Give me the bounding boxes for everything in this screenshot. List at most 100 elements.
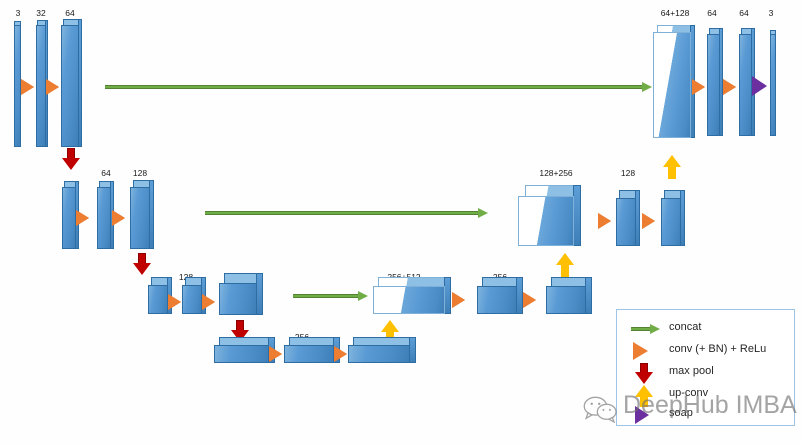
- maxpool-arrow-level-2: [133, 253, 151, 275]
- triangle-body: [635, 406, 649, 424]
- block-front-face: [36, 25, 46, 147]
- feature-block-r4-c2: [284, 337, 340, 363]
- feature-block-r4-c3: [348, 337, 416, 363]
- feature-block-r1-c1: [14, 21, 21, 147]
- block-front-face: [546, 286, 586, 314]
- conv-arrow-r2-2: [112, 210, 125, 226]
- feature-block-r1-c3: [61, 19, 82, 147]
- block-label-r1-c2: 32: [36, 8, 46, 18]
- block-front-face: [284, 345, 334, 363]
- feature-block-r3-d2: [477, 277, 523, 314]
- maxpool-arrow-level-1: [62, 148, 80, 170]
- block-front-face: [373, 286, 445, 314]
- conv-arrow-r2-d1: [598, 213, 611, 229]
- conv-arrow-r3-2: [202, 294, 215, 310]
- legend-label-concat: concat: [669, 321, 702, 333]
- feature-block-r2-c2: [97, 181, 114, 249]
- feature-block-r1-d2: [707, 28, 723, 136]
- arrow-stem: [640, 396, 648, 407]
- feature-block-r2-c1: [62, 181, 79, 249]
- block-front-face: [62, 187, 76, 249]
- block-side-face: [573, 185, 581, 246]
- arrow-shaft: [631, 327, 651, 331]
- block-front-face: [653, 32, 691, 138]
- conv-arrow-r2-1: [76, 210, 89, 226]
- feature-block-r1-d3: [739, 28, 755, 136]
- block-side-face: [585, 277, 592, 314]
- block-front-face: [130, 187, 150, 249]
- block-label-r1-d1: 64+128: [660, 8, 690, 18]
- concat-block-r3-d1: [373, 277, 451, 314]
- arrow-head: [635, 385, 653, 397]
- block-label-r1-c1: 3: [15, 8, 21, 18]
- block-label-r2-c2: 64: [101, 168, 111, 178]
- block-front-face: [477, 286, 517, 314]
- yellow-up-arrow-icon: [631, 384, 665, 407]
- legend-item-softmax: soap: [617, 404, 794, 426]
- block-label-r1-d3: 64: [739, 8, 749, 18]
- legend-item-maxpool: max pool: [617, 362, 794, 384]
- block-label-r1-d4: 3: [768, 8, 774, 18]
- arrow-head: [358, 291, 368, 301]
- block-front-face: [616, 198, 636, 246]
- conv-arrow-r4-2: [334, 346, 347, 362]
- block-side-face: [256, 273, 263, 315]
- block-label-r1-d2: 64: [707, 8, 717, 18]
- block-front-face: [182, 285, 202, 314]
- arrow-body: [635, 363, 653, 384]
- softmax-arrow-r1: [752, 76, 767, 96]
- legend-item-concat: concat: [617, 318, 794, 340]
- conv-arrow-r1-d1: [692, 79, 705, 95]
- block-front-face: [661, 198, 681, 246]
- upconv-arrow-level-1: [663, 155, 681, 179]
- block-front-face: [97, 187, 111, 249]
- feature-block-r3-c2: [182, 277, 206, 314]
- feature-block-r2-d2: [616, 190, 640, 246]
- legend-item-conv: conv (+ BN) + ReLu: [617, 340, 794, 362]
- legend-label-conv: conv (+ BN) + ReLu: [669, 343, 767, 355]
- legend-box: concat conv (+ BN) + ReLu max pool: [616, 309, 795, 426]
- legend-label-softmax: soap: [669, 407, 693, 419]
- block-label-r2-c3: 128: [132, 168, 148, 178]
- upconv-arrow-level-2: [556, 253, 574, 277]
- block-front-face: [348, 345, 410, 363]
- feature-block-r2-c3: [130, 180, 154, 249]
- arrow-head: [650, 324, 660, 334]
- block-front-face: [214, 345, 269, 363]
- red-down-arrow-icon: [631, 362, 665, 384]
- arrow-shaft: [105, 85, 643, 89]
- arrow-head: [381, 320, 399, 332]
- conv-arrow-r3-d2: [523, 292, 536, 308]
- block-side-face: [444, 277, 451, 314]
- arrow-head: [635, 372, 653, 384]
- block-front-face: [219, 283, 257, 315]
- block-front-face: [770, 34, 776, 136]
- arrow-body: [631, 324, 661, 334]
- orange-triangle-icon: [631, 340, 665, 362]
- legend-item-upconv: up-conv: [617, 384, 794, 407]
- concat-block-r1-d1: [653, 25, 695, 138]
- conv-arrow-r3-d1: [452, 292, 465, 308]
- block-label-r2-d1: 128+256: [539, 168, 573, 178]
- arrow-shaft: [293, 294, 359, 298]
- arrow-head: [663, 155, 681, 167]
- legend-label-maxpool: max pool: [669, 365, 714, 377]
- concat-arrow-level-1: [105, 82, 652, 92]
- feature-block-r1-c2: [36, 20, 48, 147]
- arrow-head: [642, 82, 652, 92]
- conv-arrow-r4-1: [269, 346, 282, 362]
- legend-label-upconv: up-conv: [669, 387, 709, 399]
- arrow-stem: [668, 166, 676, 179]
- arrow-head: [556, 253, 574, 265]
- block-front-face: [61, 25, 79, 147]
- block-label-r2-d2: 128: [620, 168, 636, 178]
- block-side-face: [516, 277, 523, 314]
- arrow-head: [133, 263, 151, 275]
- block-front-face: [148, 285, 168, 314]
- block-front-face: [518, 196, 574, 246]
- triangle-body: [633, 342, 648, 360]
- block-label-r1-c3: 64: [65, 8, 75, 18]
- green-right-arrow-icon: [631, 318, 665, 340]
- block-front-face: [14, 25, 21, 147]
